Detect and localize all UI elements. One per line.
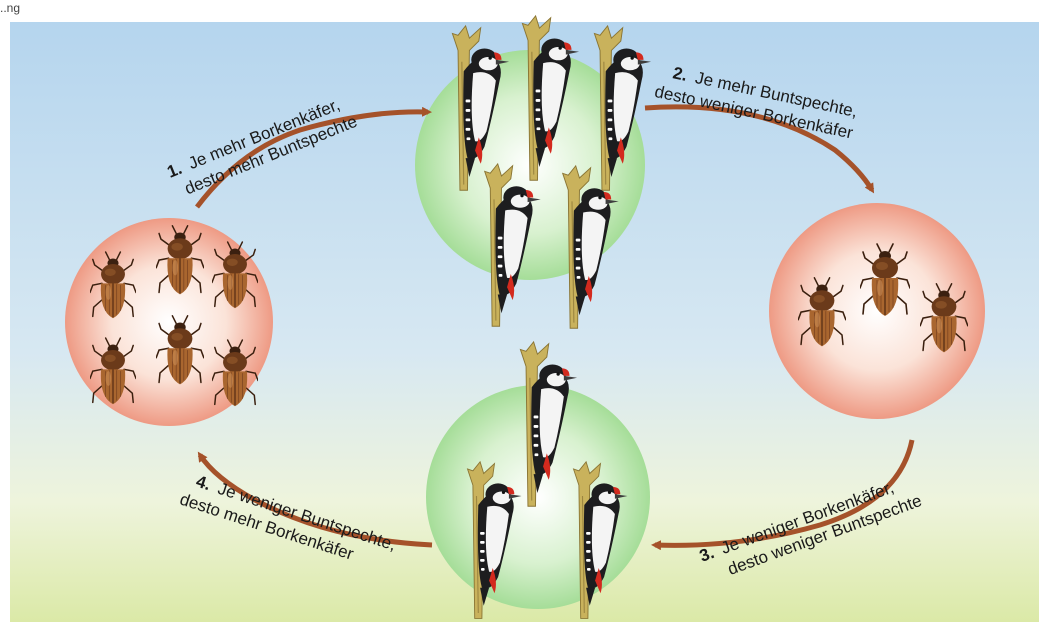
step2-number: 2. [671,63,689,85]
top-caption: ..ng [0,1,20,15]
